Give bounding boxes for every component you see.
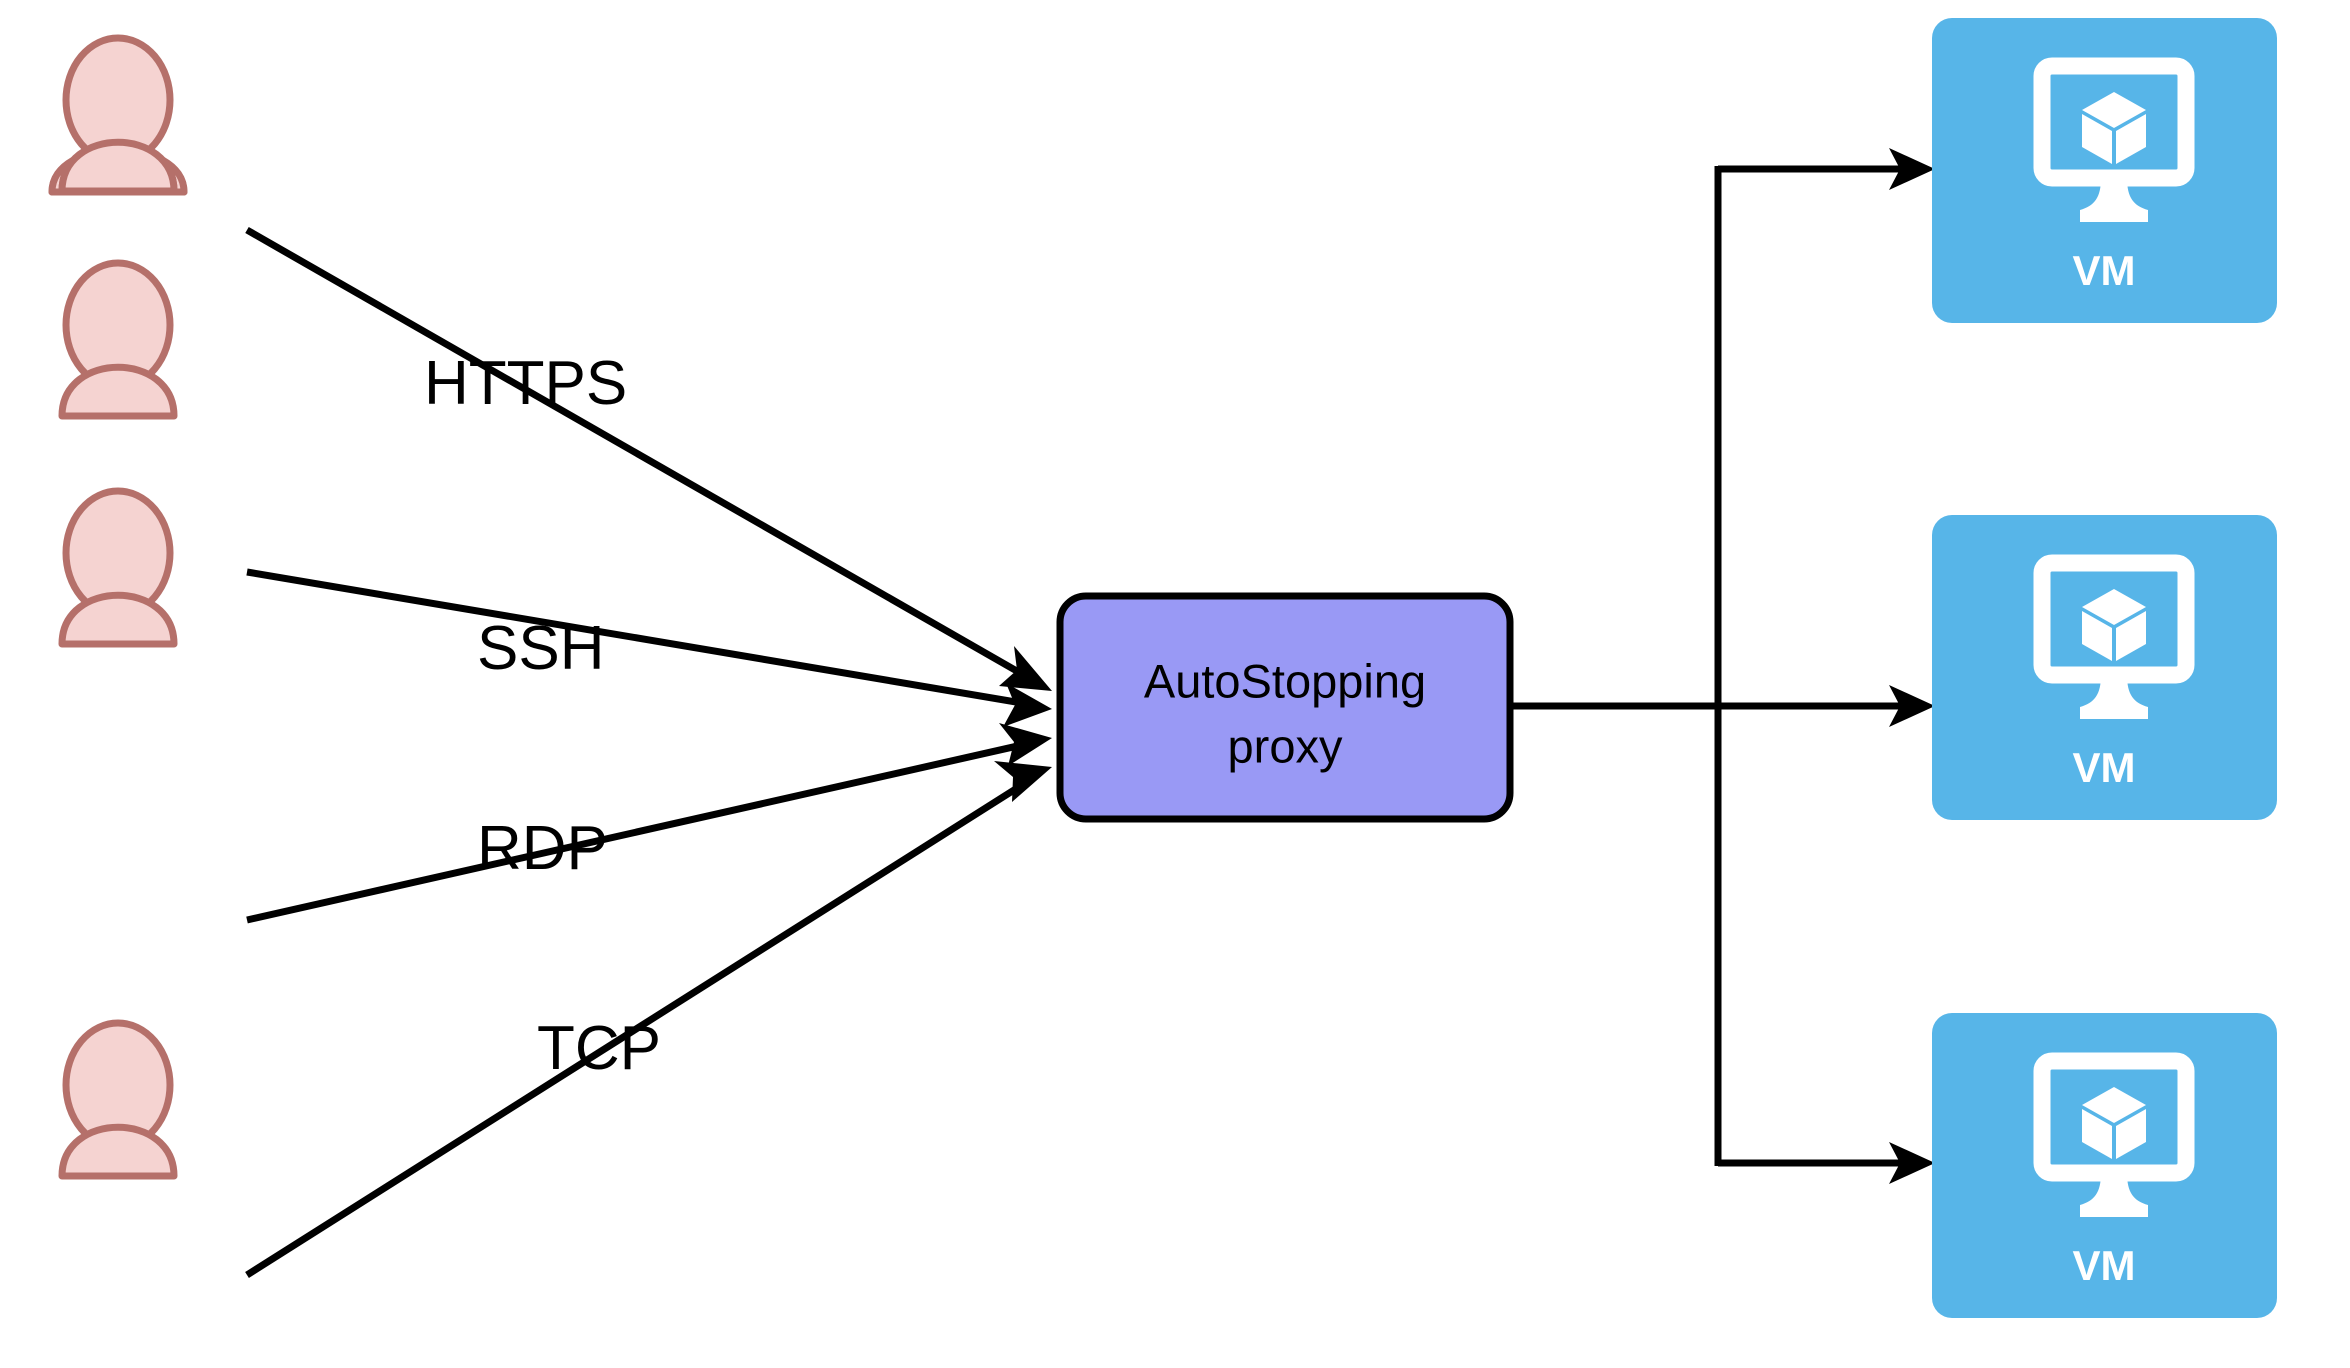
user-icon-silhouette (58, 138, 178, 195)
actor-3[interactable] (58, 487, 178, 648)
arrowhead-rdp (999, 723, 1052, 766)
edge-label-rdp: RDP (477, 814, 608, 883)
edge-line-tcp (245, 782, 1024, 1278)
actor-4[interactable] (58, 1019, 178, 1180)
arrowhead-tcp (994, 761, 1052, 802)
vm-1[interactable]: VM (1932, 18, 2277, 323)
edge-rdp (246, 723, 1052, 924)
edge-tcp (245, 761, 1052, 1278)
user-icon-silhouette (58, 1123, 178, 1180)
arrowhead-vm-1 (1889, 148, 1935, 190)
actor-2[interactable] (58, 259, 178, 420)
edge-proxy-to-vms (1510, 148, 1935, 1184)
edge-label-tcp: TCP (537, 1014, 661, 1083)
vm-2[interactable]: VM (1932, 515, 2277, 820)
arrowhead-ssh (1003, 683, 1052, 727)
vm-monitor-cube-icon (2033, 57, 2195, 222)
edge-line-rdp (246, 741, 1023, 924)
vm-label: VM (2073, 1242, 2136, 1289)
arrowhead-https (999, 646, 1052, 691)
edge-ssh (246, 568, 1052, 727)
user-icon-silhouette (58, 363, 178, 420)
autostopping-proxy-node[interactable]: AutoStopping proxy (1056, 592, 1514, 823)
edge-label-https: HTTPS (424, 349, 627, 418)
edge-label-ssh: SSH (477, 614, 604, 683)
actor-1[interactable] (48, 34, 188, 196)
edge-https (245, 226, 1052, 691)
vm-monitor-cube-icon (2033, 1052, 2195, 1217)
vm-3[interactable]: VM (1932, 1013, 2277, 1318)
arrowhead-vm-3 (1889, 1142, 1935, 1184)
edge-line-ssh (246, 568, 1023, 707)
arrowhead-vm-2 (1889, 685, 1935, 727)
vm-monitor-cube-icon (2033, 554, 2195, 719)
vm-label: VM (2073, 744, 2136, 791)
vm-label: VM (2073, 247, 2136, 294)
proxy-label-line2: proxy (1228, 719, 1343, 772)
proxy-label-line1: AutoStopping (1144, 654, 1426, 707)
edge-line-https (245, 226, 1024, 678)
proxy-box (1056, 592, 1514, 823)
user-icon-silhouette (58, 591, 178, 648)
